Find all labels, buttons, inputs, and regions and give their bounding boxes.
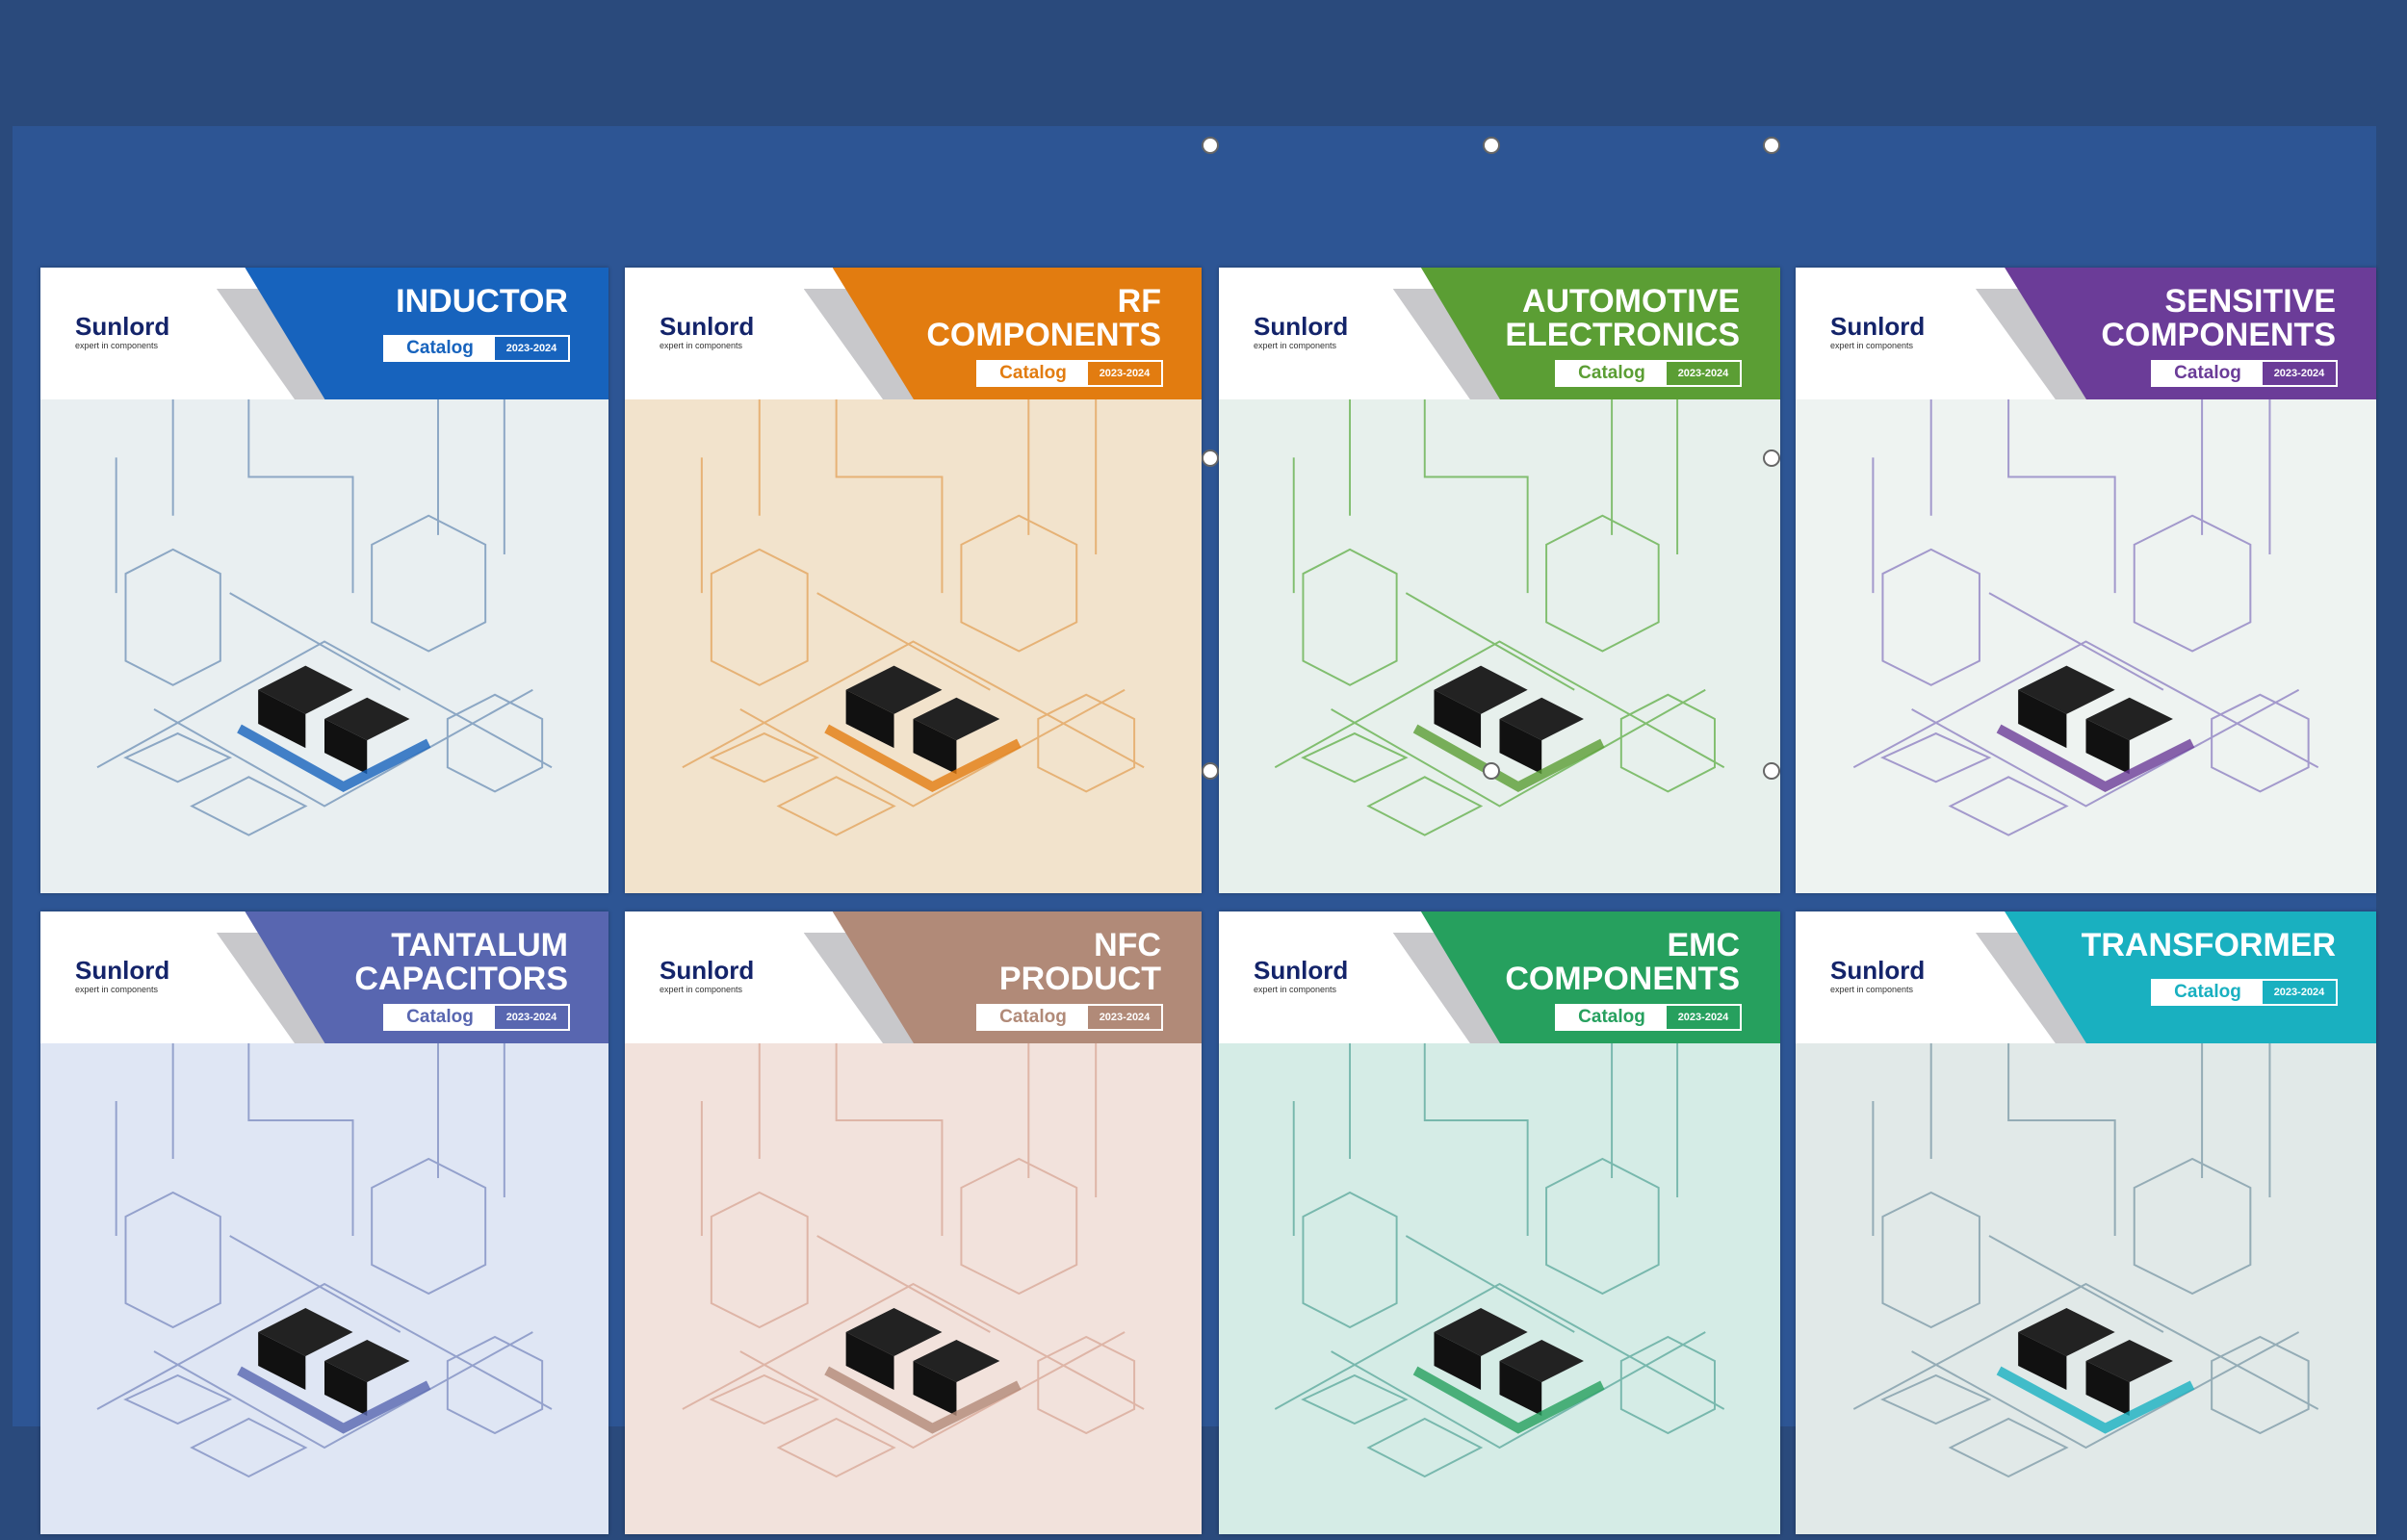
sunlord-logo: Sunlord [660,956,755,985]
logo-tagline: expert in components [1254,341,1337,350]
circuit-illustration [1852,1043,2319,1478]
sunlord-logo: Sunlord [75,956,170,985]
catalog-title: TANTALUM CAPACITORS [354,927,568,997]
circuit-illustration [96,399,553,836]
cover-illustration [625,1043,1202,1534]
sunlord-logo: Sunlord [1254,312,1349,341]
catalog-title: INDUCTOR [396,283,568,320]
circuit-illustration [682,399,1145,836]
cover-illustration [625,399,1202,893]
component-chips [824,665,1022,793]
catalog-cover-card[interactable]: Sunlord expert in components TRANSFORMER… [1796,911,2376,1534]
logo-tagline: expert in components [660,985,743,994]
catalog-badge: Catalog 2023-2024 [2151,979,2338,1006]
catalog-title: TRANSFORMER [2081,927,2336,963]
selection-resize-handle[interactable] [1482,137,1500,154]
logo-tagline: expert in components [75,985,159,994]
circuit-illustration [682,1043,1145,1478]
cover-header: Sunlord expert in components INDUCTOR Ca… [40,268,608,399]
sunlord-logo: Sunlord [1254,956,1349,985]
catalog-year: 2023-2024 [1667,1006,1740,1029]
cover-header: Sunlord expert in components RF COMPONEN… [625,268,1202,399]
catalog-year: 2023-2024 [1667,362,1740,385]
catalog-label: Catalog [1557,1006,1667,1029]
cover-header: Sunlord expert in components SENSITIVE C… [1796,268,2376,399]
component-chips [1996,1308,2195,1434]
catalog-year: 2023-2024 [2263,362,2336,385]
catalog-cover-card[interactable]: Sunlord expert in components AUTOMOTIVE … [1219,268,1780,893]
catalog-cover-card[interactable]: Sunlord expert in components NFC PRODUCT… [625,911,1202,1534]
selection-resize-handle[interactable] [1763,137,1780,154]
circuit-illustration [1274,1043,1725,1478]
logo-tagline: expert in components [1254,985,1337,994]
cover-illustration [40,1043,608,1534]
catalog-cover-card[interactable]: Sunlord expert in components SENSITIVE C… [1796,268,2376,893]
cover-illustration [1219,1043,1780,1534]
cover-header: Sunlord expert in components TRANSFORMER… [1796,911,2376,1043]
selection-resize-handle[interactable] [1202,449,1219,467]
catalog-cover-card[interactable]: Sunlord expert in components EMC COMPONE… [1219,911,1780,1534]
catalog-label: Catalog [385,337,495,360]
catalog-badge: Catalog 2023-2024 [383,335,570,362]
sunlord-logo: Sunlord [660,312,755,341]
selection-resize-handle[interactable] [1202,762,1219,780]
catalog-badge: Catalog 2023-2024 [1555,1004,1742,1031]
catalog-label: Catalog [2153,362,2263,385]
catalog-label: Catalog [1557,362,1667,385]
logo-tagline: expert in components [1830,341,1914,350]
selection-resize-handle[interactable] [1763,762,1780,780]
component-chips [1996,665,2195,793]
catalog-year: 2023-2024 [495,1006,568,1029]
cover-illustration [1796,399,2376,893]
catalog-title: RF COMPONENTS [926,283,1161,353]
catalog-badge: Catalog 2023-2024 [976,360,1163,387]
component-chips [1412,1308,1605,1434]
catalog-badge: Catalog 2023-2024 [2151,360,2338,387]
catalog-title: SENSITIVE COMPONENTS [2101,283,2336,353]
sunlord-logo: Sunlord [1830,956,1926,985]
logo-tagline: expert in components [1830,985,1914,994]
catalog-year: 2023-2024 [495,337,568,360]
sunlord-logo: Sunlord [75,312,170,341]
catalog-title: NFC PRODUCT [998,927,1161,997]
circuit-illustration [1274,399,1725,836]
catalog-year: 2023-2024 [2263,981,2336,1004]
catalog-label: Catalog [2153,981,2263,1004]
selection-resize-handle[interactable] [1482,762,1500,780]
circuit-illustration [96,1043,553,1478]
catalog-label: Catalog [385,1006,495,1029]
selection-resize-handle[interactable] [1763,449,1780,467]
catalog-badge: Catalog 2023-2024 [383,1004,570,1031]
cover-illustration [1219,399,1780,893]
component-chips [824,1308,1022,1434]
catalog-label: Catalog [978,362,1088,385]
sunlord-logo: Sunlord [1830,312,1926,341]
cover-header: Sunlord expert in components TANTALUM CA… [40,911,608,1043]
catalog-cover-card[interactable]: Sunlord expert in components RF COMPONEN… [625,268,1202,893]
catalog-grid: Sunlord expert in components INDUCTOR Ca… [13,126,2376,1534]
catalog-label: Catalog [978,1006,1088,1029]
selection-resize-handle[interactable] [1202,137,1219,154]
component-chips [237,665,431,793]
cover-header: Sunlord expert in components AUTOMOTIVE … [1219,268,1780,399]
catalog-year: 2023-2024 [1088,1006,1161,1029]
logo-tagline: expert in components [660,341,743,350]
cover-header: Sunlord expert in components EMC COMPONE… [1219,911,1780,1043]
catalog-title: AUTOMOTIVE ELECTRONICS [1505,283,1740,353]
catalog-cover-card[interactable]: Sunlord expert in components TANTALUM CA… [40,911,608,1534]
catalog-cover-card[interactable]: Sunlord expert in components INDUCTOR Ca… [40,268,608,893]
logo-tagline: expert in components [75,341,159,350]
cover-illustration [1796,1043,2376,1534]
catalog-title: EMC COMPONENTS [1505,927,1740,997]
cover-illustration [40,399,608,893]
circuit-illustration [1852,399,2319,836]
catalog-badge: Catalog 2023-2024 [976,1004,1163,1031]
catalog-badge: Catalog 2023-2024 [1555,360,1742,387]
cover-header: Sunlord expert in components NFC PRODUCT… [625,911,1202,1043]
catalog-year: 2023-2024 [1088,362,1161,385]
